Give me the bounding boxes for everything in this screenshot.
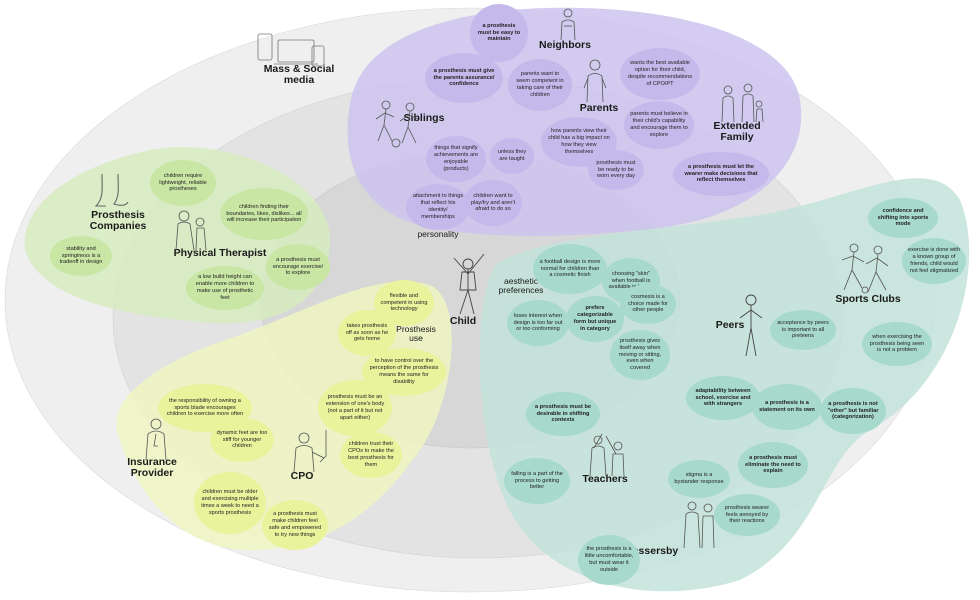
note-not-other: a prosthesis is not "other" but familiar… (820, 388, 886, 434)
label-parents: Parents (579, 102, 619, 114)
label-extended-family: Extended Family (713, 120, 761, 144)
note-football-design: a football design is more normal for chi… (533, 244, 607, 294)
label-cpo: CPO (290, 470, 314, 482)
label-personality: personality (417, 229, 459, 239)
label-passersby: Passersby (625, 545, 679, 557)
note-parents-assurance: a prosthesis must give the parents assur… (425, 53, 503, 103)
note-boundaries: children finding their boundaries, likes… (220, 188, 308, 240)
note-eliminate-explain: a prosthesis must eliminate the need to … (738, 442, 808, 488)
note-known-group: exercise is done with a known group of f… (902, 238, 966, 284)
label-peers: Peers (715, 319, 745, 331)
note-cosmesis: cosmesis is a choice made for other peop… (620, 284, 676, 324)
note-encourage-exercise: a prosthesis must encourage exercise/ to… (266, 244, 330, 290)
label-prosthesis-companies: Prosthesis Companies (89, 209, 147, 233)
note-play-try: children want to play/try and aren't afr… (464, 180, 522, 226)
child-figure-icon (444, 250, 494, 316)
parent-person-icon (582, 58, 608, 103)
note-loses-interest: loses interest when design is too far ou… (507, 300, 569, 346)
note-falling: falling is a part of the process to gett… (504, 458, 570, 504)
insurance-provider-figure-icon (140, 416, 174, 461)
note-dynamic-feet: dynamic feet are too stiff for younger c… (210, 418, 274, 462)
note-ready-worn: prosthesis must be ready to be worn ever… (588, 150, 644, 190)
note-stability: stability and springiness is a tradeoff … (50, 236, 112, 276)
label-neighbors: Neighbors (539, 39, 591, 51)
note-categorizable: prefers categorizable form but unique in… (566, 296, 624, 342)
note-believe-capability: parents must believe in their child's ca… (624, 101, 694, 149)
siblings-playing-icon (372, 97, 424, 149)
note-desirable-contexts: a prosthesis must be desirable in shifti… (526, 392, 600, 436)
note-attachment: attachment to things that reflect his id… (406, 184, 470, 230)
label-sports-clubs: Sports Clubs (835, 293, 901, 305)
note-easy-maintain: a prosthesis must be easy to maintain (470, 4, 528, 62)
mass-media-devices-icon (252, 30, 332, 70)
sports-players-icon (838, 240, 892, 296)
label-aesthetic-preferences: aesthetic preferences (498, 276, 544, 295)
label-siblings: Siblings (403, 112, 445, 124)
note-adaptability: adaptability between school, exercise an… (686, 376, 760, 420)
note-unless-taught: unless they are taught (490, 138, 534, 174)
note-statement: a prosthesis is a statement on its own (752, 384, 822, 430)
peer-figure-icon (736, 292, 766, 358)
note-wearer-decisions: a prosthesis must let the wearer make de… (673, 152, 769, 196)
note-low-build: a low build height can enable more child… (186, 266, 264, 310)
note-confidence-sports: confidence and shifting into sports mode (868, 198, 938, 238)
note-uncomfortable: the prosthesis is a little uncomfortable… (578, 535, 640, 585)
note-best-option: wants the best available option for thei… (620, 48, 700, 100)
note-feel-safe: a prosthesis must make children feel saf… (262, 500, 328, 550)
note-seen-not-problem: when exercising the prosthesis being see… (862, 322, 932, 366)
note-gives-itself-away: prosthesis gives itself away when moving… (610, 330, 670, 380)
note-trust-cpo: children trust their CPOs to make the be… (340, 432, 402, 478)
note-signify-achievements: things that signify achievements are enj… (426, 136, 486, 182)
label-child: Child (449, 315, 477, 327)
note-bystander: stigma is a bystander response (668, 460, 730, 498)
note-older-exercising: children must be older and exercising mu… (194, 472, 266, 534)
teachers-figure-icon (582, 432, 632, 477)
cpo-figure-icon (286, 428, 336, 473)
note-acceptance-peers: acceptance by peers is important to all … (770, 310, 836, 350)
prosthetic-blade-icon (92, 172, 132, 210)
label-physical-therapist: Physical Therapist (173, 247, 267, 259)
note-parents-competent: parents want to seem competent in taking… (508, 59, 572, 111)
extended-family-group-icon (714, 82, 764, 123)
passersby-figure-icon (680, 498, 716, 549)
label-insurance-provider: Insurance Provider (127, 456, 177, 480)
label-mass-media: Mass & Social media (263, 63, 335, 87)
label-teachers: Teachers (582, 473, 628, 485)
label-prosthesis-use: Prosthesis use (396, 324, 436, 343)
note-lightweight: children require lightweight, reliable p… (150, 160, 216, 206)
physical-therapist-figure-icon (166, 206, 214, 251)
note-annoyed: prosthesis wearer feels annoyed by their… (714, 494, 780, 536)
note-extension-body: prosthesis must be an extension of one's… (318, 380, 392, 436)
neighbor-person-icon (555, 6, 581, 41)
note-takes-off: takes prosthesis off as soon as he gets … (338, 310, 396, 356)
